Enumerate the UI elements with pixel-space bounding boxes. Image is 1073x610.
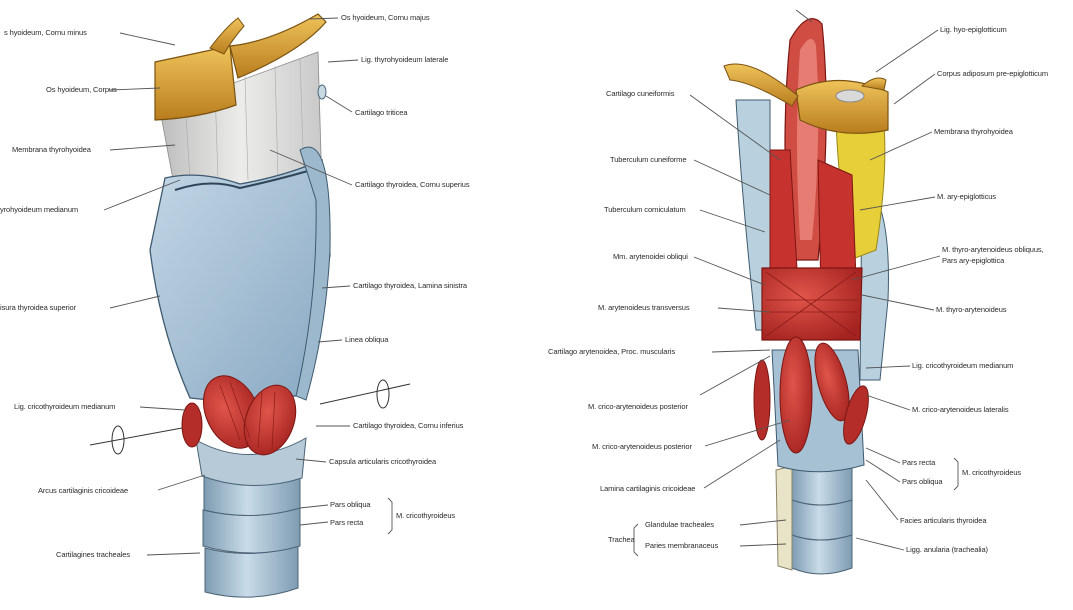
- label-tuberculum-cuneiforme: Tuberculum cuneiforme: [610, 155, 686, 164]
- label-pars-obliqua-left: Pars obliqua: [330, 500, 371, 509]
- label-lig-thyrohyoideum-medianum: yrohyoideum medianum: [0, 205, 78, 214]
- right-tracheal-ring-3: [792, 535, 852, 574]
- label-ligg-anularia: Ligg. anularia (trachealia): [906, 545, 988, 554]
- label-lamina-cartilaginis-cricoideae: Lamina cartilaginis cricoideae: [600, 484, 695, 493]
- left-tracheal-ring-3: [205, 546, 298, 597]
- label-cartilagines-tracheales: Cartilagines tracheales: [56, 550, 130, 559]
- label-m-cricothyroideus-left: M. cricothyroideus: [396, 511, 455, 520]
- label-lig-cricothyroideum-medianum-left: Lig. cricothyroideum medianum: [14, 402, 115, 411]
- right-tracheal-ring-2: [792, 500, 852, 540]
- label-os-hyoideum-corpus: Os hyoideum, Corpus: [46, 85, 117, 94]
- label-m-thyro-arytenoideus: M. thyro-arytenoideus: [936, 305, 1006, 314]
- label-m-ary-epiglotticus: M. ary-epiglotticus: [937, 192, 996, 201]
- label-m-thyro-arytenoideus-obliquus: M. thyro-arytenoideus obliquus,: [942, 245, 1044, 254]
- label-m-arytenoideus-transversus: M. arytenoideus transversus: [598, 303, 690, 312]
- label-cartilago-thyroidea-lamina-sinistra: Cartilago thyroidea, Lamina sinistra: [353, 281, 467, 290]
- label-membrana-thyrohyoidea-right: Membrana thyrohyoidea: [934, 127, 1013, 136]
- right-posterior-cricoarytenoid-left: [780, 337, 812, 453]
- label-lig-thyrohyoideum-laterale: Lig. thyrohyoideum laterale: [361, 55, 448, 64]
- label-m-crico-arytenoideus-posterior-1: M. crico-arytenoideus posterior: [588, 402, 688, 411]
- label-mm-arytenoidei-obliqui: Mm. arytenoidei obliqui: [613, 252, 688, 261]
- label-linea-obliqua: Linea obliqua: [345, 335, 388, 344]
- label-m-crico-arytenoideus-posterior-2: M. crico-arytenoideus posterior: [592, 442, 692, 451]
- label-glandulae-tracheales: Glandulae tracheales: [645, 520, 714, 529]
- label-tuberculum-corniculatum: Tuberculum corniculatum: [604, 205, 686, 214]
- label-cartilago-arytenoidea-proc-muscularis: Cartilago arytenoidea, Proc. muscularis: [548, 347, 675, 356]
- label-trachea: Trachea: [608, 535, 635, 544]
- label-facies-articularis-thyroidea: Facies articularis thyroidea: [900, 516, 986, 525]
- label-cartilago-cuneiformis: Cartilago cuneiformis: [606, 89, 674, 98]
- label-m-cricothyroideus-right: M. cricothyroideus: [962, 468, 1021, 477]
- label-pars-recta-left: Pars recta: [330, 518, 363, 527]
- label-lig-cricothyroideum-medianum-right: Lig. cricothyroideum medianum: [912, 361, 1013, 370]
- label-cartilago-thyroidea-cornu-inferius: Cartilago thyroidea, Cornu inferius: [353, 421, 463, 430]
- left-larynx-figure: [90, 14, 410, 597]
- label-membrana-thyrohyoidea-left: Membrana thyrohyoidea: [12, 145, 91, 154]
- label-os-hyoideum-cornu-majus: Os hyoideum, Cornu majus: [341, 13, 429, 22]
- right-larynx-figure: [724, 19, 888, 574]
- left-rotation-symbol-2: [320, 380, 410, 408]
- right-tracheal-membranous-wall: [776, 466, 792, 570]
- label-cartilago-triticea: Cartilago triticea: [355, 108, 407, 117]
- label-pars-recta-right: Pars recta: [902, 458, 935, 467]
- label-corpus-adiposum-pre-epiglotticum: Corpus adiposum pre-epiglotticum: [937, 69, 1048, 78]
- label-pars-ary-epiglottica: Pars ary-epiglottica: [942, 256, 1004, 265]
- right-hyoid-notch: [836, 90, 864, 102]
- left-cartilago-triticea: [318, 85, 326, 99]
- label-paries-membranaceus: Paries membranaceus: [645, 541, 718, 550]
- right-cricothyroid-side: [754, 360, 770, 440]
- label-m-crico-arytenoideus-lateralis: M. crico-arytenoideus lateralis: [912, 405, 1009, 414]
- label-arcus-cartilaginis-cricoideae: Arcus cartilaginis cricoideae: [38, 486, 128, 495]
- label-os-hyoideum-cornu-minus: s hyoideum, Cornu minus: [4, 28, 87, 37]
- label-cartilago-thyroidea-cornu-superius: Cartilago thyroidea, Cornu superius: [355, 180, 469, 189]
- label-pars-obliqua-right: Pars obliqua: [902, 477, 943, 486]
- label-capsula-articularis-cricothyroidea: Capsula articularis cricothyroidea: [329, 457, 436, 466]
- label-incisura-thyroidea-superior: isura thyroidea superior: [0, 303, 76, 312]
- left-rotation-symbol-1: [90, 426, 182, 454]
- label-lig-hyo-epiglotticum: Lig. hyo-epiglotticum: [940, 25, 1007, 34]
- left-hyoid-body: [155, 46, 236, 120]
